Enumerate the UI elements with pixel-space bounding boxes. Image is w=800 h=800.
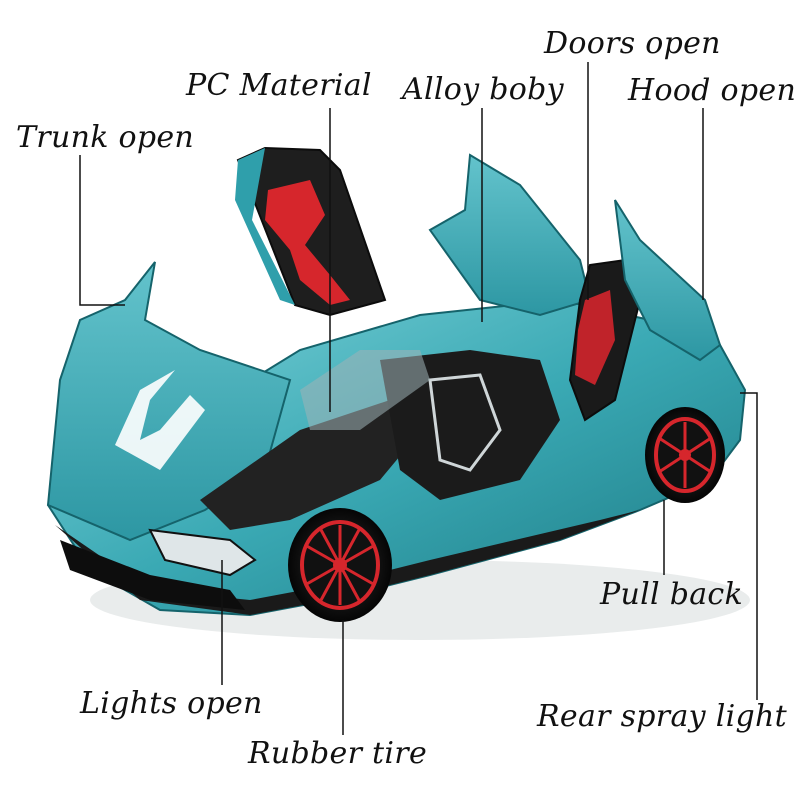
cockpit <box>380 350 560 500</box>
label-doors-open: Doors open <box>544 26 721 61</box>
rear-wheel <box>645 407 725 503</box>
front-grille <box>60 540 245 610</box>
front-wheel <box>288 508 392 622</box>
right-door-open <box>428 153 592 317</box>
seat-cage <box>428 373 502 472</box>
label-alloy-body: Alloy boby <box>402 72 564 107</box>
left-door-red-trim <box>265 180 350 305</box>
hood-decal <box>115 370 205 470</box>
windshield <box>300 350 430 430</box>
label-pc-material: PC Material <box>186 68 372 103</box>
label-lights-open: Lights open <box>80 686 263 721</box>
leader-rear-spray <box>740 392 758 700</box>
label-rear-spray-light: Rear spray light <box>537 699 787 734</box>
left-door-outer <box>235 148 295 305</box>
label-rubber-tire: Rubber tire <box>248 736 427 771</box>
label-hood-open: Hood open <box>628 73 797 108</box>
leader-trunk-open <box>79 155 125 306</box>
headlight <box>148 528 257 577</box>
leader-lines <box>79 62 758 735</box>
label-trunk-open: Trunk open <box>16 120 195 155</box>
red-seat <box>575 290 615 385</box>
front-hood-panel <box>46 261 292 542</box>
engine-bay <box>200 400 430 530</box>
rear-hood-open <box>614 199 722 362</box>
label-pull-back: Pull back <box>600 577 744 612</box>
